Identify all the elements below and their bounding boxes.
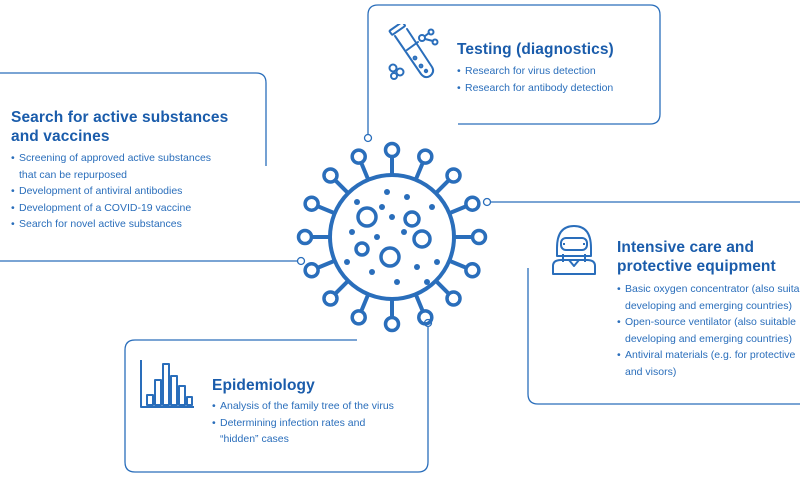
list-item: Development of antiviral antibodies xyxy=(11,183,261,200)
virus-inner-ring xyxy=(356,206,378,228)
virus-dot xyxy=(429,204,435,210)
list-item-line2: developing and emerging countries) xyxy=(625,299,792,312)
list-item-line1: Screening of approved active substances xyxy=(19,152,212,164)
list-item: Screening of approved active substances … xyxy=(11,150,261,183)
list-item: Research for virus detection xyxy=(457,63,657,80)
virus-spike-tip xyxy=(464,195,481,212)
virus-spike-tip xyxy=(350,148,367,165)
list-item-line1: Determining infection rates and xyxy=(220,416,366,429)
virus-spike xyxy=(359,162,371,181)
protective-suit-person-icon xyxy=(552,225,596,275)
virus-spike xyxy=(434,179,450,195)
virus-spike-tip xyxy=(322,167,339,184)
virus-dot xyxy=(374,234,380,240)
virus-dot xyxy=(424,279,430,285)
intensive-connector-dot xyxy=(482,197,492,207)
testing-list: Research for virus detection Research fo… xyxy=(457,63,657,96)
virus-body xyxy=(328,173,456,301)
testing-connector-dot xyxy=(363,133,373,143)
list-item-line2: “hidden” cases xyxy=(220,433,289,445)
list-item: Basic oxygen concentrator (also suita de… xyxy=(617,281,800,314)
virus-inner-ring xyxy=(412,229,432,249)
bar-chart-icon xyxy=(140,360,194,408)
epidemiology-box-border xyxy=(124,327,429,473)
list-item-line2: and visors) xyxy=(625,365,677,378)
virus-dot xyxy=(414,264,420,270)
epidemiology-list: Analysis of the family tree of the virus… xyxy=(212,398,422,448)
virus-dot xyxy=(434,259,440,265)
virus-spike-tip xyxy=(445,290,462,307)
virus-dot xyxy=(369,269,375,275)
intensive-title: Intensive care and protective equipment xyxy=(617,238,776,276)
list-item: Antiviral materials (e.g. for protective… xyxy=(617,347,800,380)
virus-spike xyxy=(317,204,336,216)
virus-spike-tip xyxy=(350,309,367,326)
virus-spike-tip xyxy=(303,195,320,212)
list-item: Development of a COVID-19 vaccine xyxy=(11,200,261,217)
virus-spike xyxy=(334,179,350,195)
list-item-line2: that can be repurposed xyxy=(19,168,127,181)
epidemiology-title: Epidemiology xyxy=(212,377,315,394)
virus-dot xyxy=(404,194,410,200)
virus-spike-tip xyxy=(417,309,434,326)
virus-dot xyxy=(379,204,385,210)
virus-dot xyxy=(389,214,395,220)
virus-spike-tip xyxy=(445,167,462,184)
list-item: Analysis of the family tree of the virus xyxy=(212,398,422,415)
list-item-line1: Development of a COVID-19 vaccine xyxy=(19,201,192,214)
intensive-title-line1: Intensive care and xyxy=(617,239,755,256)
virus-dot xyxy=(344,259,350,265)
virus-dot xyxy=(354,199,360,205)
virus-dot xyxy=(401,229,407,235)
list-item-line1: Search for novel active substances xyxy=(19,218,182,230)
virus-dot xyxy=(394,279,400,285)
testing-box-border xyxy=(367,4,661,134)
virus-spike xyxy=(413,293,425,312)
test-tube-icon xyxy=(388,24,439,80)
list-item-line2: developing and emerging countries) xyxy=(625,332,792,345)
search-connector-dot xyxy=(296,256,306,266)
list-item: Research for antibody detection xyxy=(457,80,657,97)
virus-spike-tip xyxy=(303,262,320,279)
virus-spike-tip xyxy=(383,315,401,333)
list-item-line1: Antiviral materials (e.g. for protective xyxy=(625,349,796,361)
search-box-border xyxy=(0,72,267,166)
list-item: Determining infection rates and “hidden”… xyxy=(212,415,422,448)
virus-dot xyxy=(384,189,390,195)
list-item-line1: Basic oxygen concentrator (also suita xyxy=(625,283,800,295)
search-list: Screening of approved active substances … xyxy=(11,150,261,233)
search-title-line2: and vaccines xyxy=(11,128,110,145)
virus-spike xyxy=(448,258,467,270)
virus-spike-tip xyxy=(322,290,339,307)
virus-spike xyxy=(413,162,425,181)
virus-spike-tip xyxy=(470,228,488,246)
intensive-title-line2: protective equipment xyxy=(617,258,776,275)
search-title: Search for active substances and vaccine… xyxy=(11,108,228,146)
list-item: Open-source ventilator (also suitable de… xyxy=(617,314,800,347)
virus-spike xyxy=(334,279,350,295)
testing-title: Testing (diagnostics) xyxy=(457,41,614,58)
virus-inner-ring xyxy=(354,241,370,257)
list-item-line1: Open-source ventilator (also suitable xyxy=(625,316,797,328)
virus-spike-tip xyxy=(417,148,434,165)
virus-spike-tip xyxy=(464,262,481,279)
list-item-line1: Analysis of the family tree of the virus xyxy=(220,400,394,412)
virus-spike xyxy=(359,293,371,312)
list-item: Search for novel active substances xyxy=(11,216,261,233)
virus-inner-ring xyxy=(379,246,401,268)
virus-spike xyxy=(317,258,336,270)
intensive-list: Basic oxygen concentrator (also suita de… xyxy=(617,281,800,380)
virus-icon xyxy=(296,141,488,333)
virus-spike xyxy=(448,204,467,216)
search-title-line1: Search for active substances xyxy=(11,109,229,126)
list-item-line1: Development of antiviral antibodies xyxy=(19,185,183,197)
virus-inner-ring xyxy=(403,210,421,228)
virus-spike-tip xyxy=(296,228,314,246)
virus-spike-tip xyxy=(383,141,401,159)
intensive-box-border xyxy=(527,268,800,405)
virus-dot xyxy=(349,229,355,235)
virus-spike xyxy=(434,279,450,295)
